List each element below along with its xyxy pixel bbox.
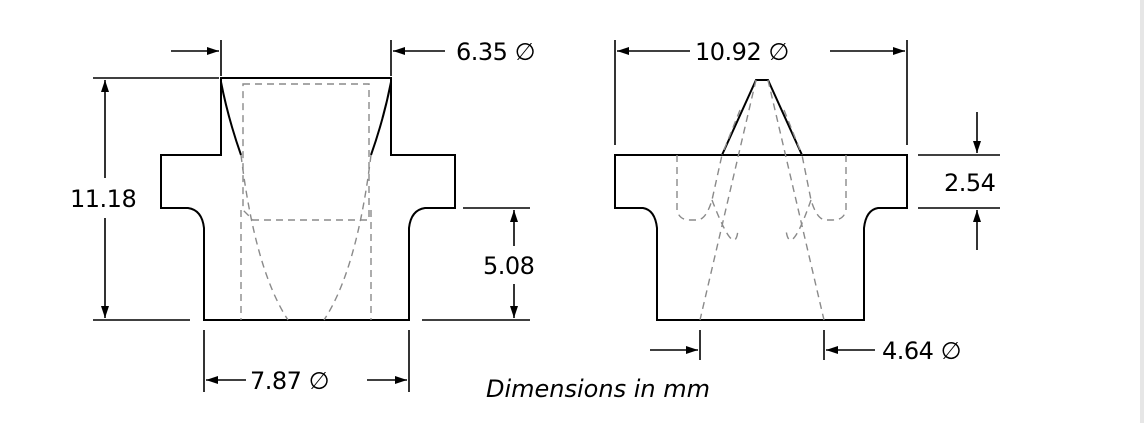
caption: Dimensions in mm [486, 375, 710, 403]
dim-10-92-diameter: 10.92 ∅ [695, 38, 789, 66]
left-view [160, 77, 456, 321]
dim-7-87-diameter: 7.87 ∅ [250, 367, 329, 395]
right-edge-border [1140, 0, 1144, 423]
right-view-hidden-pocket-right [801, 154, 847, 221]
dim-5-08-height: 5.08 [483, 252, 534, 280]
left-view-bore-curve-right [370, 81, 392, 156]
left-view-dimensions: 6.35 ∅ 11.18 5.08 7.87 ∅ [70, 38, 535, 395]
left-view-outline [160, 77, 456, 321]
dim-11-18-height: 11.18 [70, 185, 136, 213]
right-view-hidden-cone-extension [699, 79, 825, 321]
dim-6-35-diameter: 6.35 ∅ [456, 38, 535, 66]
dim-4-64-diameter: 4.64 ∅ [882, 337, 961, 365]
right-view-cone [721, 79, 803, 156]
right-view-hidden-inner [711, 199, 812, 241]
right-view [614, 79, 908, 321]
left-view-hidden-upper-box [242, 83, 370, 221]
left-view-hidden-bore-right [323, 154, 372, 321]
right-view-dimensions: 10.92 ∅ 2.54 4.64 ∅ [614, 38, 1000, 365]
right-view-outline [614, 154, 908, 321]
left-view-bore-curve-left [220, 81, 242, 156]
dim-2-54-thickness: 2.54 [944, 169, 995, 197]
left-view-hidden-bore-left [240, 154, 289, 321]
right-view-hidden-pocket-left [676, 154, 723, 221]
